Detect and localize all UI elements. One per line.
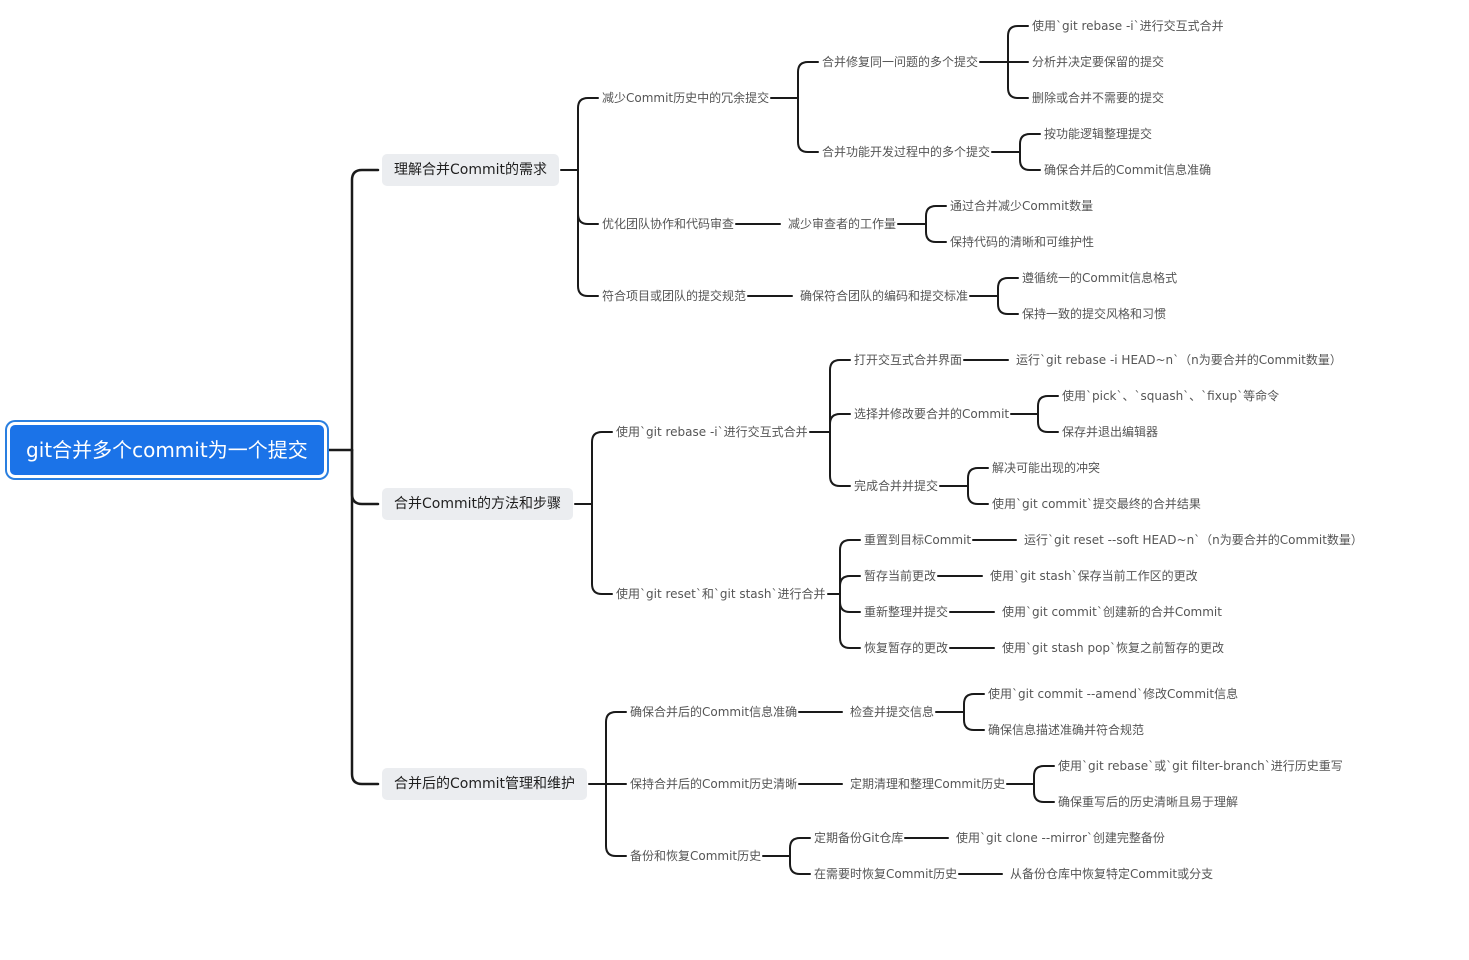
root-topic[interactable]: git合并多个commit为一个提交 xyxy=(10,425,324,475)
subtopic[interactable]: 合并功能开发过程中的多个提交 xyxy=(822,145,991,159)
connector-line xyxy=(1037,395,1059,415)
subtopic[interactable]: 备份和恢复Commit历史 xyxy=(630,849,762,863)
connector-line xyxy=(789,837,811,857)
main-topic[interactable]: 合并Commit的方法和步骤 xyxy=(382,488,573,520)
subtopic[interactable]: 使用`git rebase`或`git filter-branch`进行历史重写 xyxy=(1058,759,1343,773)
subtopic[interactable]: 遵循统一的Commit信息格式 xyxy=(1022,271,1178,285)
subtopic[interactable]: 合并修复同一问题的多个提交 xyxy=(822,55,979,69)
subtopic[interactable]: 保存并退出编辑器 xyxy=(1062,425,1159,439)
connector-line xyxy=(797,97,819,153)
subtopic[interactable]: 选择并修改要合并的Commit xyxy=(854,407,1010,421)
subtopic[interactable]: 使用`git rebase -i`进行交互式合并 xyxy=(1032,19,1224,33)
connector-line xyxy=(605,711,627,785)
connector-line xyxy=(829,431,851,487)
connector-line xyxy=(577,169,599,297)
subtopic[interactable]: 确保重写后的历史清晰且易于理解 xyxy=(1058,795,1239,809)
connector-line xyxy=(605,783,627,857)
subtopic[interactable]: 定期清理和整理Commit历史 xyxy=(850,777,1006,791)
connector-line xyxy=(591,431,613,505)
subtopic[interactable]: 从备份仓库中恢复特定Commit或分支 xyxy=(1010,867,1214,881)
subtopic[interactable]: 通过合并减少Commit数量 xyxy=(950,199,1094,213)
connector-line xyxy=(839,593,861,613)
connector-line xyxy=(1033,765,1055,785)
connector-line xyxy=(997,295,1019,315)
subtopic[interactable]: 保持代码的清晰和可维护性 xyxy=(950,235,1095,249)
subtopic[interactable]: 保持一致的提交风格和习惯 xyxy=(1022,307,1167,321)
connector-line xyxy=(829,413,851,433)
subtopic[interactable]: 使用`git commit`创建新的合并Commit xyxy=(1002,605,1222,619)
subtopic[interactable]: 解决可能出现的冲突 xyxy=(992,461,1101,475)
subtopic[interactable]: 使用`git commit --amend`修改Commit信息 xyxy=(988,687,1239,701)
subtopic[interactable]: 重置到目标Commit xyxy=(864,533,972,547)
subtopic[interactable]: 使用`git stash pop`恢复之前暂存的更改 xyxy=(1002,641,1225,655)
connector-line xyxy=(967,485,989,505)
subtopic[interactable]: 确保符合团队的编码和提交标准 xyxy=(800,289,969,303)
connector-line xyxy=(1019,133,1041,153)
connector-line xyxy=(1007,25,1029,63)
connector-line xyxy=(925,223,947,243)
subtopic[interactable]: 确保合并后的Commit信息准确 xyxy=(1044,163,1212,177)
subtopic[interactable]: 重新整理并提交 xyxy=(864,605,949,619)
subtopic[interactable]: 使用`git rebase -i`进行交互式合并 xyxy=(616,425,808,439)
connector-line xyxy=(789,855,811,875)
connector-line xyxy=(1033,783,1055,803)
main-topic[interactable]: 理解合并Commit的需求 xyxy=(382,154,559,186)
connector-line xyxy=(797,61,819,99)
connector-line xyxy=(577,169,599,225)
subtopic[interactable]: 打开交互式合并界面 xyxy=(854,353,963,367)
connector-line xyxy=(1019,151,1041,171)
connector-line xyxy=(350,448,380,506)
subtopic[interactable]: 运行`git reset --soft HEAD~n`（n为要合并的Commit… xyxy=(1024,533,1363,547)
connector-line xyxy=(997,277,1019,297)
subtopic[interactable]: 定期备份Git仓库 xyxy=(814,831,904,845)
subtopic[interactable]: 恢复暂存的更改 xyxy=(864,641,949,655)
connector-line xyxy=(829,359,851,433)
connector-line xyxy=(925,205,947,225)
subtopic[interactable]: 运行`git rebase -i HEAD~n`（n为要合并的Commit数量） xyxy=(1016,353,1342,367)
subtopic[interactable]: 删除或合并不需要的提交 xyxy=(1032,91,1165,105)
connector-line xyxy=(839,593,861,649)
subtopic[interactable]: 符合项目或团队的提交规范 xyxy=(602,289,747,303)
connector-line xyxy=(963,693,985,713)
subtopic[interactable]: 优化团队协作和代码审查 xyxy=(602,217,735,231)
subtopic[interactable]: 分析并决定要保留的提交 xyxy=(1032,55,1165,69)
connector-line xyxy=(577,97,599,171)
connector-line xyxy=(967,467,989,487)
connector-line xyxy=(963,711,985,731)
connector-line xyxy=(839,575,861,595)
subtopic[interactable]: 减少Commit历史中的冗余提交 xyxy=(602,91,770,105)
subtopic[interactable]: 使用`git commit`提交最终的合并结果 xyxy=(992,497,1201,511)
subtopic[interactable]: 使用`pick`、`squash`、`fixup`等命令 xyxy=(1062,389,1280,403)
connector-line xyxy=(839,539,861,595)
subtopic[interactable]: 检查并提交信息 xyxy=(850,705,935,719)
subtopic[interactable]: 暂存当前更改 xyxy=(864,569,937,583)
subtopic[interactable]: 减少审查者的工作量 xyxy=(788,217,897,231)
subtopic[interactable]: 完成合并并提交 xyxy=(854,479,939,493)
subtopic[interactable]: 使用`git reset`和`git stash`进行合并 xyxy=(616,587,826,601)
connector-line xyxy=(591,503,613,595)
connector-line xyxy=(1007,61,1029,99)
subtopic[interactable]: 确保信息描述准确并符合规范 xyxy=(988,723,1145,737)
subtopic[interactable]: 在需要时恢复Commit历史 xyxy=(814,867,958,881)
main-topic[interactable]: 合并后的Commit管理和维护 xyxy=(382,768,587,800)
subtopic[interactable]: 按功能逻辑整理提交 xyxy=(1044,127,1153,141)
subtopic[interactable]: 保持合并后的Commit历史清晰 xyxy=(630,777,798,791)
connector-line xyxy=(350,448,380,786)
subtopic[interactable]: 使用`git clone --mirror`创建完整备份 xyxy=(956,831,1165,845)
subtopic[interactable]: 使用`git stash`保存当前工作区的更改 xyxy=(990,569,1198,583)
subtopic[interactable]: 确保合并后的Commit信息准确 xyxy=(630,705,798,719)
connector-line xyxy=(1037,413,1059,433)
connector-line xyxy=(350,168,380,452)
